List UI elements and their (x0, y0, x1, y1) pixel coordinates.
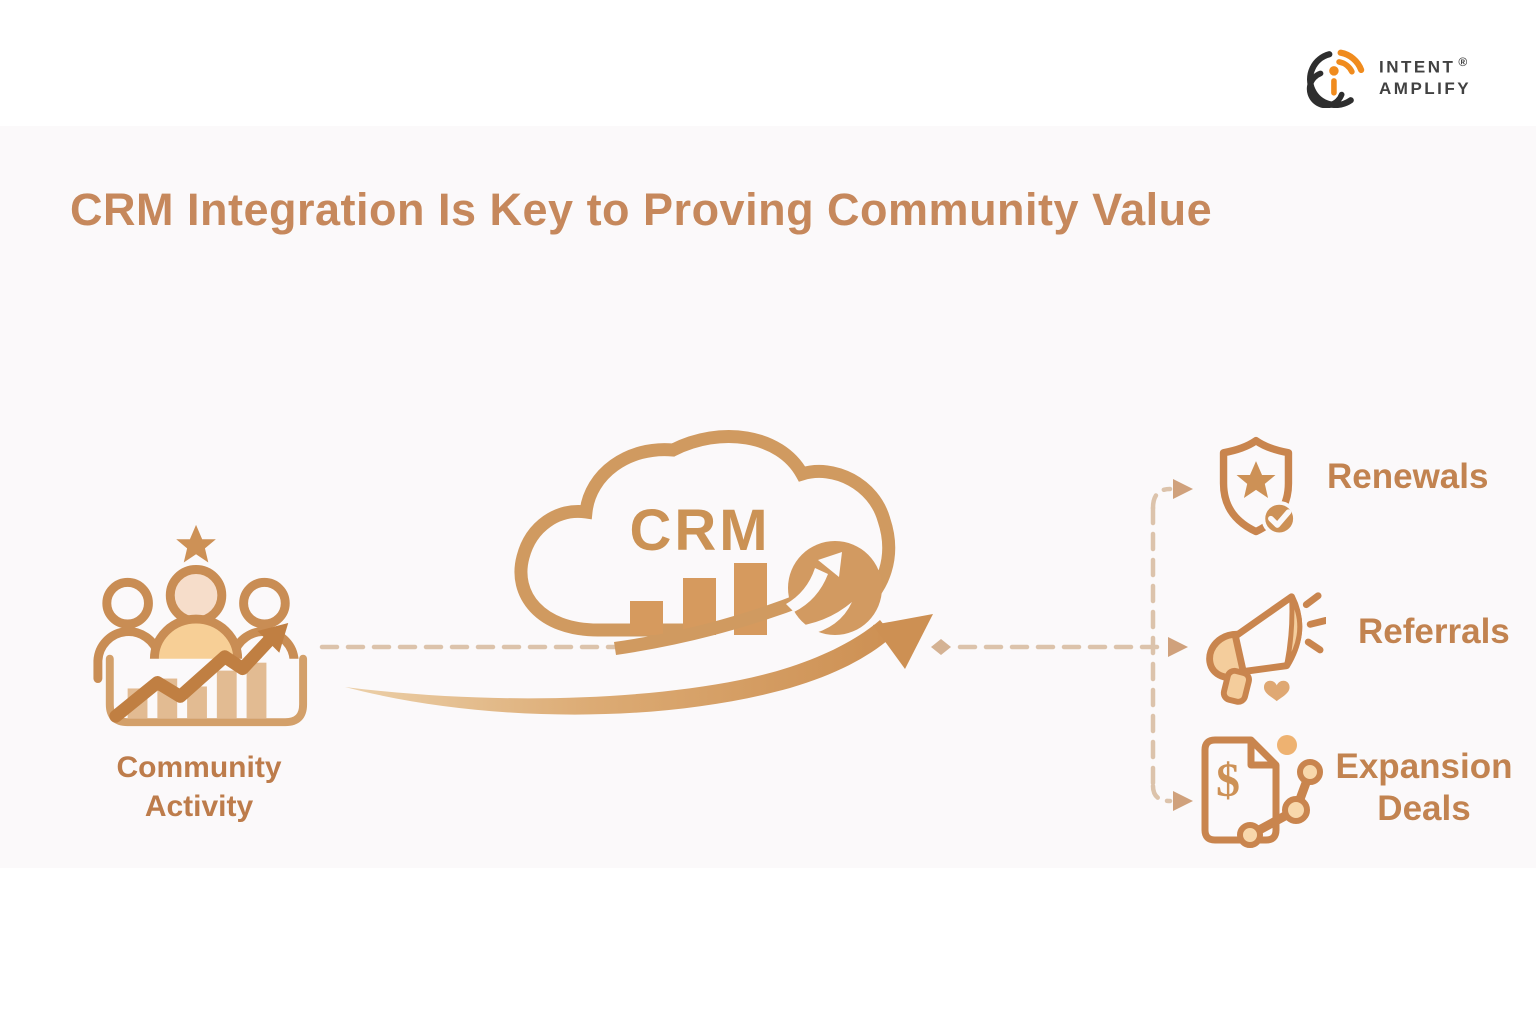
document-dollar-growth-icon: $ (1198, 734, 1323, 857)
hub-label: CRM (629, 498, 770, 563)
source-label: Community Activity (116, 751, 282, 823)
crm-cloud-growth-icon: CRM (478, 412, 938, 752)
brand-name-line1: Intent (1379, 58, 1456, 78)
shield-star-check-icon (1205, 432, 1307, 549)
page-title: CRM Integration Is Key to Proving Commun… (70, 184, 1213, 235)
megaphone-icon (1198, 583, 1330, 712)
outcome-label-renewals: Renewals (1327, 457, 1489, 496)
outcome-label-expansion-deals: Expansion Deals (1335, 747, 1513, 828)
brand-name-line2: Amplify (1379, 79, 1472, 99)
brand-name: Intent® Amplify (1379, 55, 1471, 99)
signal-target-i-icon (1303, 42, 1369, 113)
outcome-label-referrals: Referrals (1358, 612, 1510, 651)
community-people-growth-icon (86, 512, 314, 745)
dollar-glyph: $ (1216, 754, 1240, 807)
registered-mark: ® (1458, 55, 1468, 70)
brand-logo: Intent® Amplify (1303, 42, 1471, 113)
